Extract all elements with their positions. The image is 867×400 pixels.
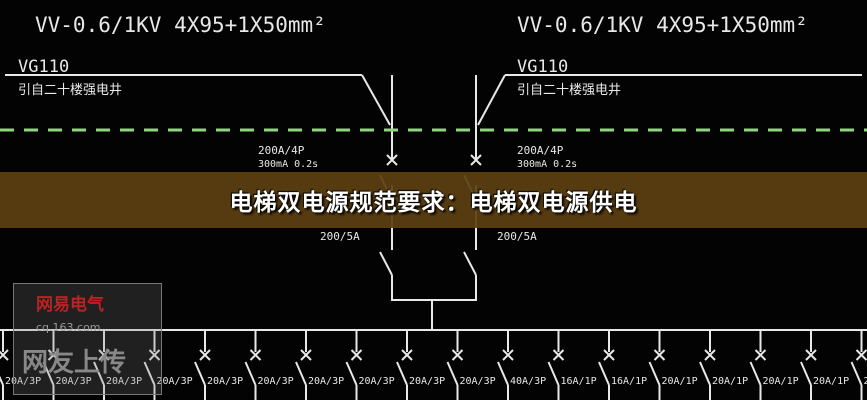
cable-spec-left: VV-0.6/1KV 4X95+1X50mm²: [35, 13, 326, 37]
page-title: 电梯双电源规范要求：电梯双电源供电: [229, 190, 638, 216]
branch-circuit: [93, 330, 110, 400]
branch-circuit: [547, 330, 565, 400]
branch-label: 20A/3P: [359, 376, 395, 387]
ats-box: [391, 275, 477, 301]
branch-label: 20A/3P: [157, 376, 193, 387]
cable-source-left: 引自二十楼强电井: [18, 83, 122, 98]
ct-left: 200/5A: [320, 230, 360, 243]
cable-source-right: 引自二十楼强电井: [517, 83, 621, 98]
branch-circuit: [749, 330, 767, 400]
watermark-tag: 网友上传: [22, 348, 127, 378]
branch-circuit: [598, 330, 615, 400]
branch-label: 2: [864, 376, 867, 387]
branch-circuit: [800, 330, 817, 400]
branch-circuit: [345, 330, 363, 400]
watermark-site: cq.163.com: [36, 321, 101, 334]
branch-label: 20A/1P: [813, 376, 849, 387]
watermark-brand: 网易电气: [36, 295, 104, 315]
breaker-rcd-left: 300mA 0.2s: [258, 159, 318, 170]
branch-label: 16A/1P: [561, 376, 597, 387]
branch-circuit: [0, 330, 9, 400]
breaker-rating-right: 200A/4P: [517, 144, 564, 157]
breaker-rcd-right: 300mA 0.2s: [517, 159, 577, 170]
branch-circuit: [497, 330, 514, 400]
branch-circuit: [396, 330, 413, 400]
breaker-rating-left: 200A/4P: [258, 144, 305, 157]
branch-label: 20A/3P: [56, 376, 92, 387]
watermark: 网易电气 cq.163.com 网友上传: [13, 283, 162, 395]
branch-label: 40A/3P: [510, 376, 546, 387]
ct-right: 200/5A: [497, 230, 537, 243]
branch-circuit: [850, 330, 867, 400]
branch-circuit: [699, 330, 716, 400]
branch-circuit: [194, 330, 211, 400]
branch-label: 20A/3P: [258, 376, 294, 387]
branch-label: 20A/1P: [712, 376, 748, 387]
branch-label: 20A/3P: [409, 376, 445, 387]
branch-circuit: [143, 330, 161, 400]
branch-circuit: [295, 330, 312, 400]
branch-circuit: [42, 330, 60, 400]
branch-circuit: [244, 330, 262, 400]
branch-circuit: [446, 330, 464, 400]
branch-label: 20A/3P: [308, 376, 344, 387]
branch-label: 20A/3P: [5, 376, 41, 387]
branch-label: 20A/3P: [106, 376, 142, 387]
cable-id-left: VG110: [18, 57, 69, 77]
branch-circuit: [648, 330, 666, 400]
branch-label: 20A/3P: [207, 376, 243, 387]
title-banner: 电梯双电源规范要求：电梯双电源供电: [0, 172, 867, 228]
branch-label: 20A/1P: [662, 376, 698, 387]
cable-id-right: VG110: [517, 57, 568, 77]
branch-label: 20A/3P: [460, 376, 496, 387]
cable-spec-right: VV-0.6/1KV 4X95+1X50mm²: [517, 13, 808, 37]
leader-diag-left: [361, 74, 391, 126]
branch-label: 20A/1P: [763, 376, 799, 387]
leader-diag-right: [477, 74, 506, 126]
branch-label: 16A/1P: [611, 376, 647, 387]
